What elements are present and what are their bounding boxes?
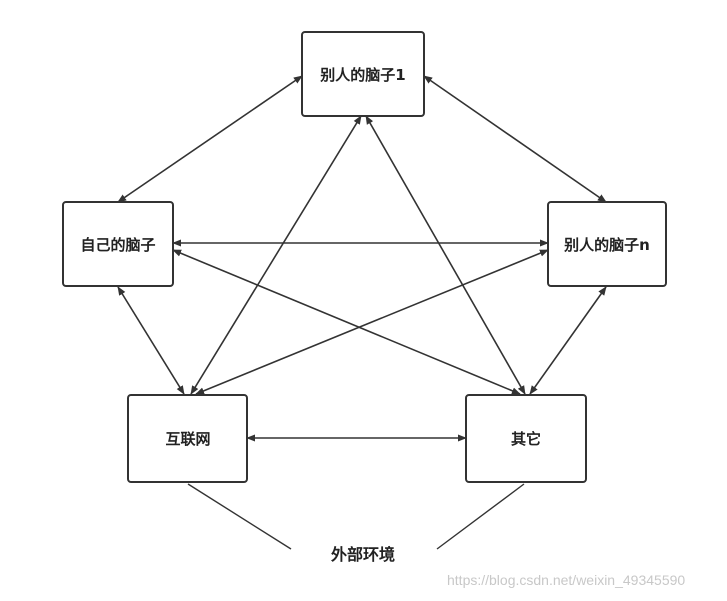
edge-own-other [172,249,521,395]
edge-brain1-own [117,75,303,203]
node-box [465,394,587,483]
edge-brain1-internet [190,115,362,395]
node-box [127,394,248,483]
node-label: 别人的脑子n [563,236,650,254]
node-label: 其它 [511,430,541,448]
node-label: 别人的脑子1 [319,66,405,84]
node-label: 互联网 [165,430,210,448]
node-box [547,201,667,287]
edge-brainn-other [529,286,607,395]
edge-brain1-other [365,115,526,395]
external-line-right [436,483,525,550]
node-internet: 互联网 [127,394,248,483]
external-environment-label: 外部环境 [330,545,395,564]
edges [117,75,607,442]
node-others-brain-n: 别人的脑子n [547,201,667,287]
external-line-left [187,483,292,550]
watermark-url: https://blog.csdn.net/weixin_49345590 [447,572,686,588]
edge-brainn-internet [195,249,549,395]
node-other: 其它 [465,394,587,483]
node-box [301,31,425,117]
edge-brain1-brainn [423,75,607,203]
external-environment: 外部环境 [187,483,525,564]
node-box [62,201,174,287]
node-others-brain-1: 别人的脑子1 [301,31,425,117]
node-label: 自己的脑子 [80,236,155,254]
node-own-brain: 自己的脑子 [62,201,174,287]
edge-own-internet [117,286,185,395]
